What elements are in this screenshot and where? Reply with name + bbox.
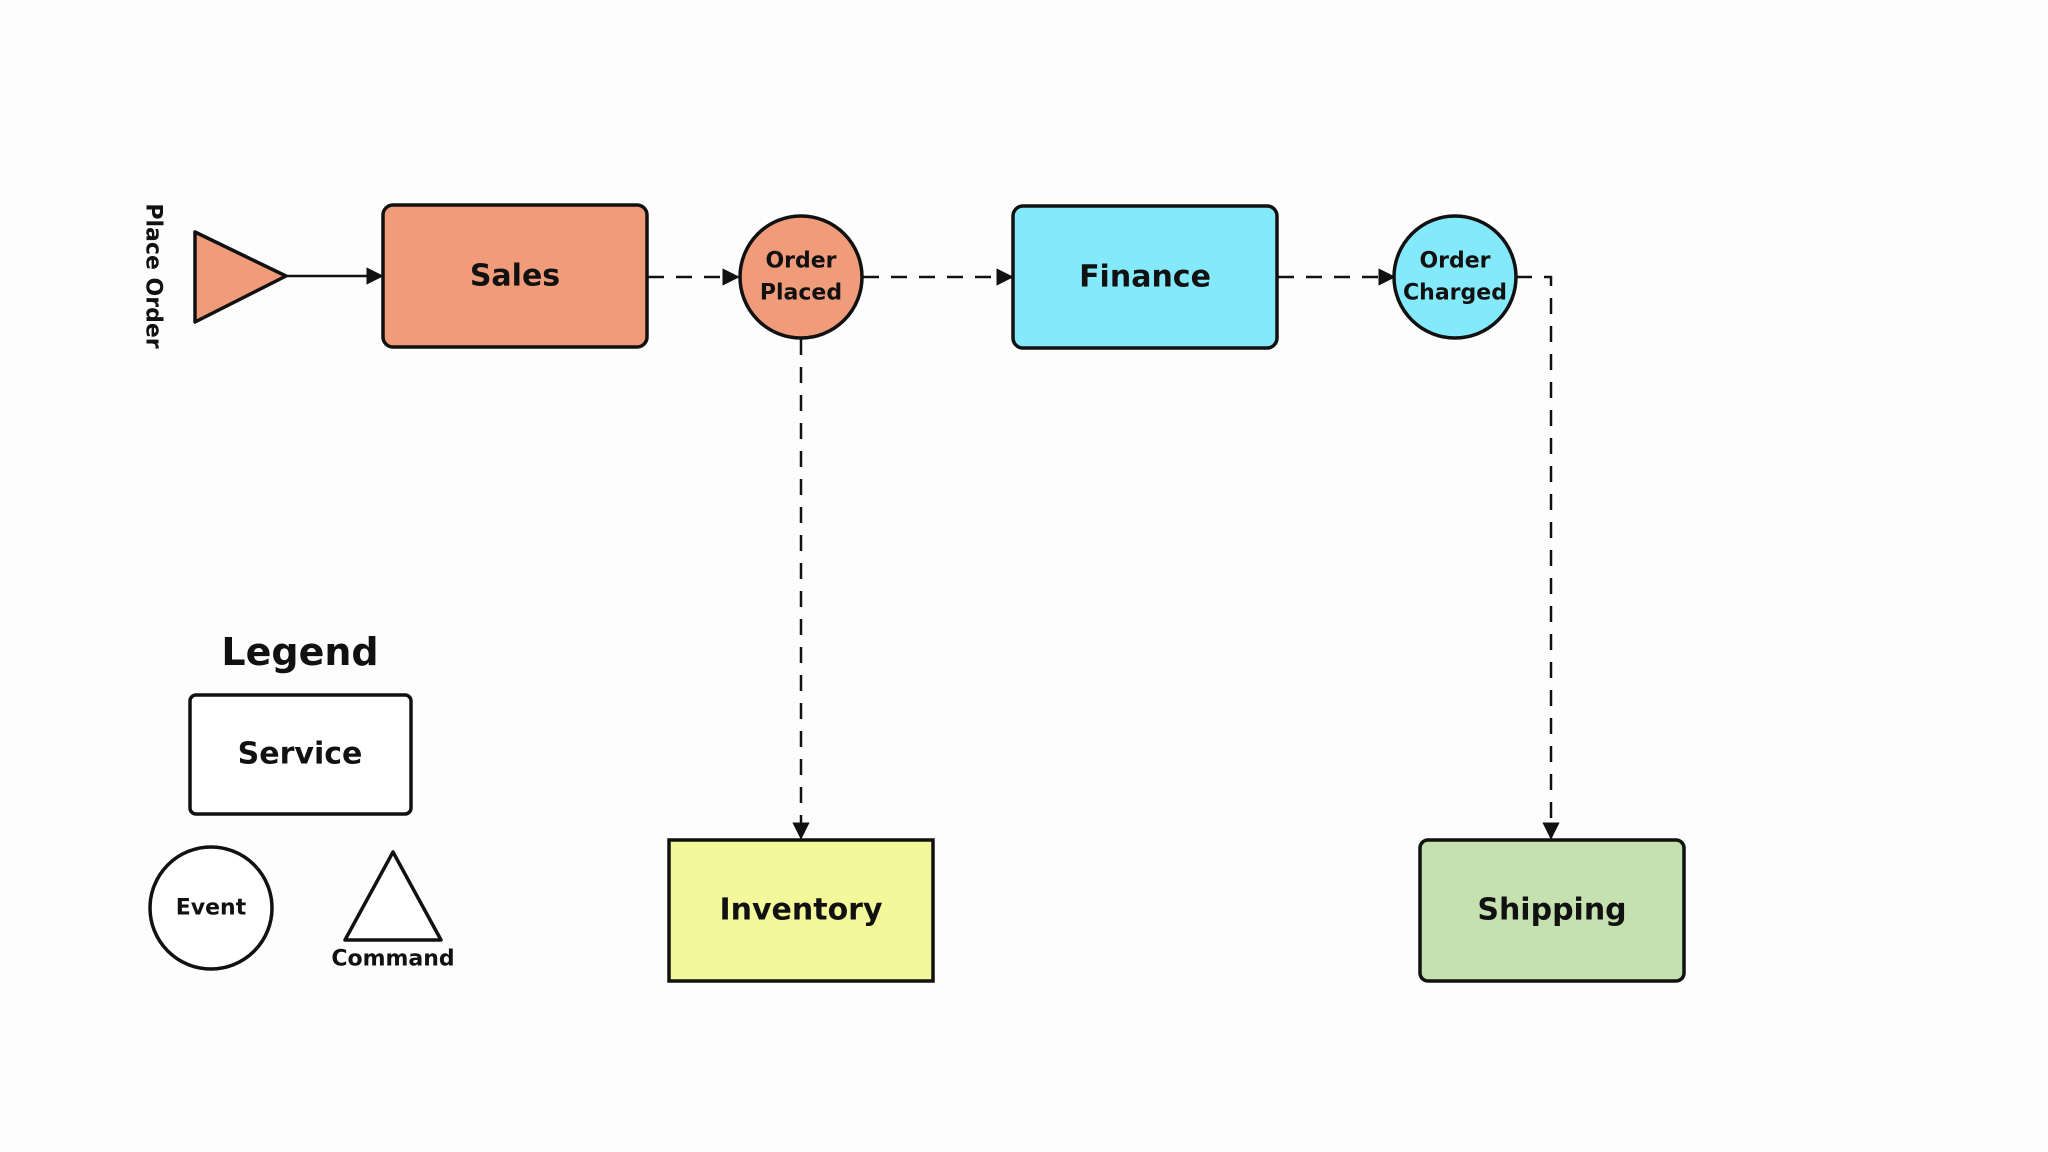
service-box <box>667 838 935 983</box>
legend-service-label: Service <box>238 737 363 772</box>
service-shipping: Shipping <box>1418 838 1686 983</box>
event-label-line-2: Placed <box>760 281 842 306</box>
service-label: Inventory <box>719 893 883 928</box>
service-box <box>1011 204 1279 350</box>
event-order-charged: Order Charged <box>1392 214 1518 340</box>
service-label: Shipping <box>1477 893 1626 928</box>
arrow-order-charged-to-shipping <box>1516 275 1560 840</box>
legend-event-label: Event <box>176 896 247 921</box>
event-label-line-1: Order <box>765 249 836 274</box>
service-label: Finance <box>1079 260 1211 295</box>
legend-command-triangle <box>343 850 443 942</box>
legend-title: Legend <box>221 630 378 674</box>
service-box <box>381 203 649 349</box>
event-label-line-2: Charged <box>1403 281 1507 306</box>
command-place-order: Place Order <box>141 203 288 349</box>
command-triangle <box>193 230 288 324</box>
legend-command-label: Command <box>331 947 454 972</box>
service-sales: Sales <box>381 203 649 349</box>
service-finance: Finance <box>1011 204 1279 350</box>
legend-service-box <box>188 693 413 816</box>
service-label: Sales <box>470 259 560 294</box>
legend-event-circle <box>148 845 274 971</box>
event-label-line-1: Order <box>1419 249 1490 274</box>
event-circle <box>1392 214 1518 340</box>
event-order-placed: Order Placed <box>738 214 864 340</box>
event-circle <box>738 214 864 340</box>
legend: Legend Service Event Command <box>148 630 455 972</box>
command-label: Place Order <box>141 203 166 348</box>
service-inventory: Inventory <box>667 838 935 983</box>
service-box <box>1418 838 1686 983</box>
